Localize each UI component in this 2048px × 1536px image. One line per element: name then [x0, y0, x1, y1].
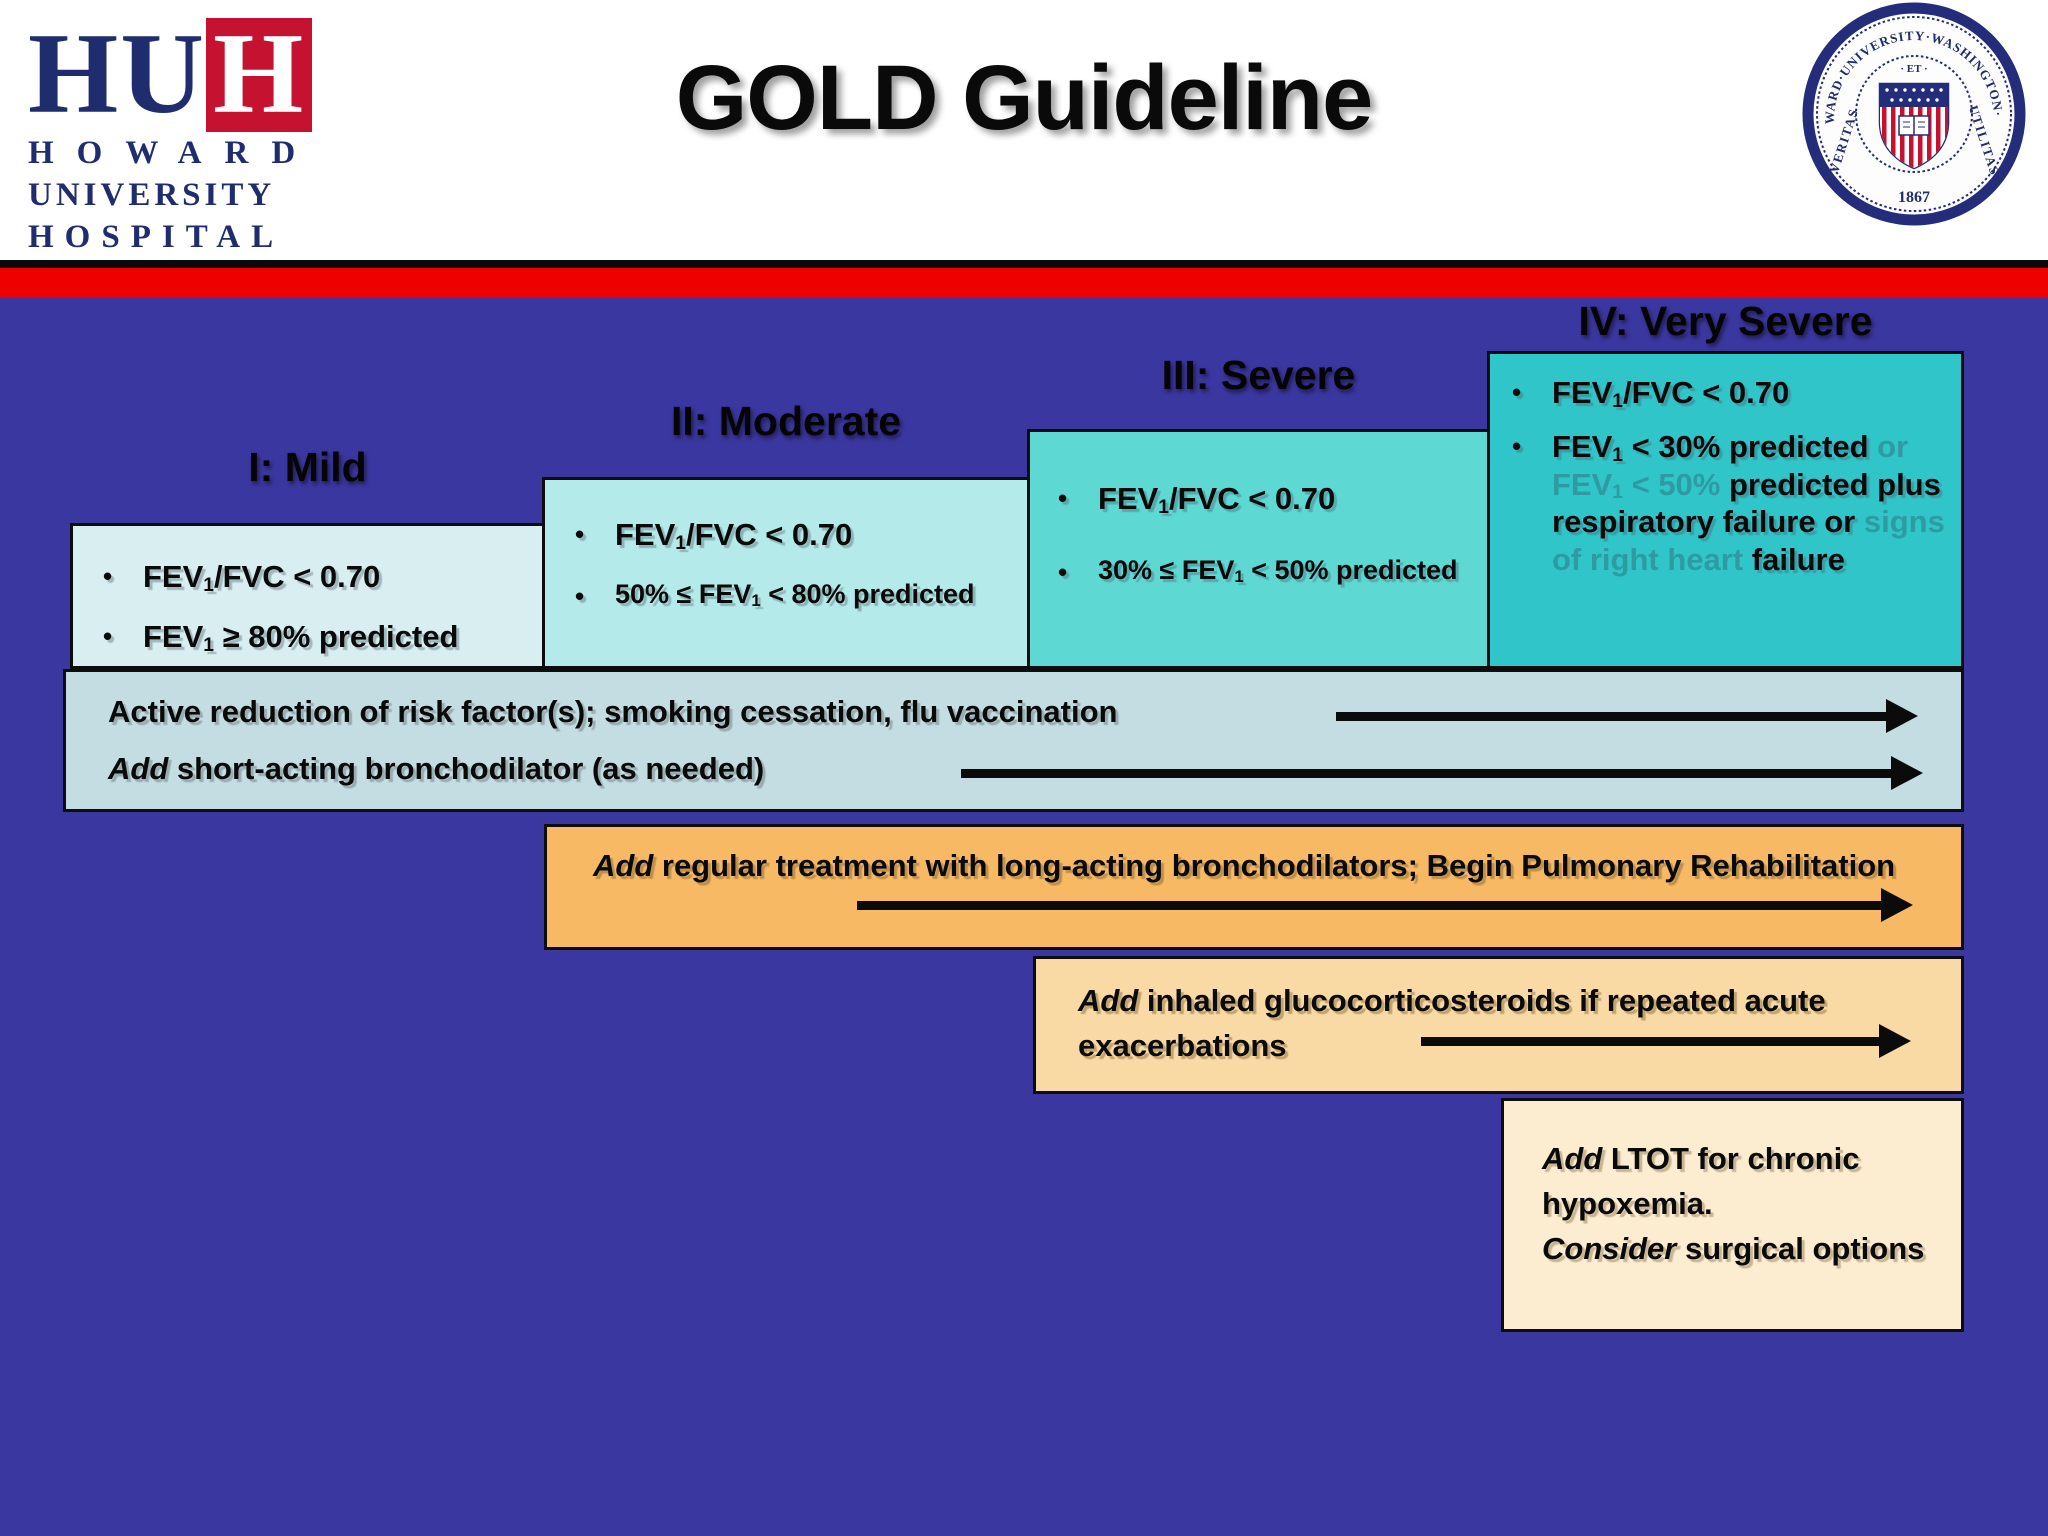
- stage-box-mild: • FEV1/FVC < 0.70 • FEV1 ≥ 80% predicted: [70, 523, 545, 669]
- stage-bullet: • FEV1/FVC < 0.70: [1512, 374, 1951, 412]
- stage-box-severe: • FEV1/FVC < 0.70 • 30% ≤ FEV1 < 50% pre…: [1027, 429, 1490, 669]
- bullet-text: FEV1/FVC < 0.70: [1098, 481, 1336, 518]
- bullet-text: FEV1 ≥ 80% predicted: [143, 618, 459, 656]
- red-divider: [0, 268, 2048, 298]
- stage-bullet: • FEV1 < 30% predicted or FEV1 < 50% pre…: [1512, 428, 1951, 579]
- bullet-text: FEV1 < 30% predicted or FEV1 < 50% predi…: [1552, 428, 1945, 578]
- seal-shield-icon: [1878, 82, 1950, 170]
- slide-title: GOLD Guideline: [675, 47, 1373, 149]
- bullet-dot: •: [103, 561, 113, 591]
- huh-logo: HUH HOWARD UNIVERSITY HOSPITAL: [28, 16, 328, 259]
- stage-heading-moderate: II: Moderate: [670, 398, 902, 444]
- stage-bullet: • FEV1 ≥ 80% predicted: [103, 618, 530, 656]
- bullet-dot: •: [575, 519, 585, 549]
- university-seal-icon: HOWARD·UNIVERSITY·WASHINGTON·D.C. VERITA…: [1802, 2, 2026, 226]
- stage-bullet: • FEV1/FVC < 0.70: [575, 516, 1015, 554]
- logo-acronym-prefix: HU: [28, 10, 206, 138]
- logo-line-university: UNIVERSITY: [28, 177, 276, 214]
- logo-acronym: HUH: [28, 16, 328, 132]
- stage-heading-very-severe: IV: Very Severe: [1578, 298, 1873, 344]
- band-text: Consider surgical options: [1542, 1230, 1925, 1266]
- bullet-dot: •: [1512, 430, 1522, 461]
- stage-heading-mild: I: Mild: [248, 444, 367, 490]
- arrow-right-icon: [857, 888, 1913, 922]
- seal-et-text: · ET ·: [1900, 63, 1927, 75]
- band-line: Add short-acting bronchodilator (as need…: [108, 751, 765, 786]
- band-text: Add LTOT for chronic hypoxemia.: [1542, 1141, 1860, 1221]
- arrow-right-icon: [1336, 699, 1918, 733]
- band-line: Active reduction of risk factor(s); smok…: [108, 694, 1118, 729]
- bullet-text: FEV1/FVC < 0.70: [143, 559, 381, 596]
- logo-line-hospital: HOSPITAL: [28, 219, 285, 256]
- bullet-dot: •: [575, 580, 585, 611]
- band-text: Add inhaled glucocorticosteroids if repe…: [1078, 983, 1826, 1063]
- bullet-text: 30% ≤ FEV1 < 50% predicted: [1098, 554, 1458, 587]
- stage-box-very-severe: • FEV1/FVC < 0.70 • FEV1 < 30% predicted…: [1487, 351, 1964, 669]
- logo-red-box: H: [206, 16, 313, 132]
- bullet-text: FEV1/FVC < 0.70: [615, 517, 853, 554]
- stage-bullet: • FEV1/FVC < 0.70: [1058, 480, 1475, 518]
- bullet-text: FEV1/FVC < 0.70: [1552, 375, 1790, 412]
- treatment-band-long-acting-bronchodilators: Add regular treatment with long-acting b…: [544, 824, 1964, 950]
- stage-box-moderate: • FEV1/FVC < 0.70 • 50% ≤ FEV1 < 80% pre…: [542, 477, 1030, 669]
- black-divider: [0, 260, 2048, 268]
- treatment-band-risk-reduction: Active reduction of risk factor(s); smok…: [63, 669, 1964, 812]
- arrow-right-icon: [1421, 1024, 1911, 1058]
- stage-heading-severe: III: Severe: [1161, 352, 1356, 398]
- stage-bullet: • FEV1/FVC < 0.70: [103, 558, 530, 596]
- bullet-text: 50% ≤ FEV1 < 80% predicted: [615, 578, 975, 611]
- arrow-right-icon: [961, 756, 1923, 790]
- bullet-dot: •: [1058, 483, 1068, 513]
- seal-year: 1867: [1898, 189, 1930, 206]
- bullet-dot: •: [1512, 377, 1522, 407]
- stage-bullet: • 30% ≤ FEV1 < 50% predicted: [1058, 554, 1475, 589]
- stage-bullet: • 50% ≤ FEV1 < 80% predicted: [575, 578, 1015, 613]
- bullet-dot: •: [103, 620, 113, 651]
- treatment-band-glucocorticosteroids: Add inhaled glucocorticosteroids if repe…: [1033, 956, 1964, 1094]
- treatment-box-ltot: Add LTOT for chronic hypoxemia. Consider…: [1501, 1098, 1964, 1332]
- band-text: Add regular treatment with long-acting b…: [593, 848, 1896, 883]
- logo-line-howard: HOWARD: [28, 135, 319, 171]
- bullet-dot: •: [1058, 556, 1068, 587]
- header: HUH HOWARD UNIVERSITY HOSPITAL GOLD Guid…: [0, 0, 2048, 260]
